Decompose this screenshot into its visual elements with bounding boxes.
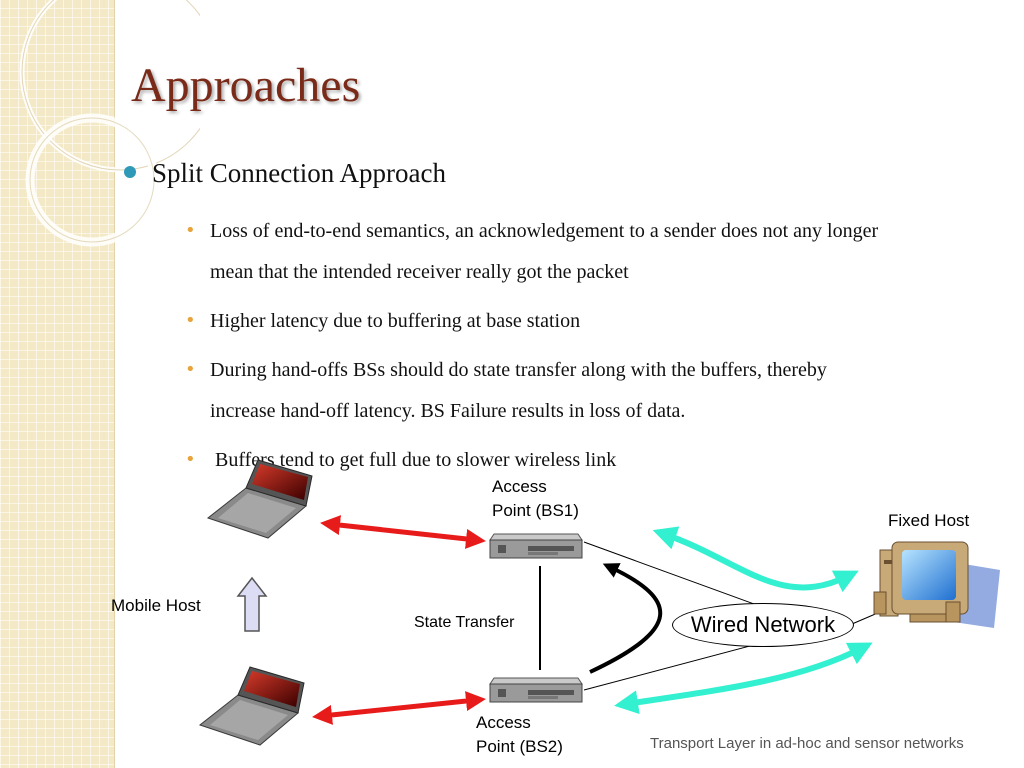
wireless-arrow-top — [320, 515, 486, 549]
sub-bullet-1-line-1: Loss of end-to-end semantics, an acknowl… — [210, 220, 879, 242]
access-point-icon — [489, 677, 583, 703]
sub-bullet-3-line-2: increase hand-off latency. BS Failure re… — [210, 400, 686, 422]
bullet-dot — [124, 166, 136, 178]
access-point-2-label-line-2: Point (BS2) — [476, 737, 563, 756]
slide-footer: Transport Layer in ad-hoc and sensor net… — [650, 735, 964, 752]
wired-network-cloud: Wired Network — [672, 603, 854, 647]
laptop-icon — [206, 459, 313, 539]
data-arrow-bottom — [614, 642, 873, 715]
decorative-circles — [19, 0, 200, 247]
sub-bullet-4-line-1: Buffers tend to get full due to slower w… — [210, 449, 617, 471]
sub-bullet-1-line-2: mean that the intended receiver really g… — [210, 261, 629, 283]
handoff-arrow — [589, 563, 663, 674]
movement-arrow-icon — [236, 576, 268, 632]
fixed-host-label: Fixed Host — [888, 511, 970, 530]
laptop-icon — [198, 666, 305, 746]
desktop-computer-icon — [873, 541, 1000, 628]
state-transfer-label: State Transfer — [414, 614, 515, 631]
main-bullet-text: Split Connection Approach — [152, 158, 446, 188]
access-point-icon — [489, 533, 583, 559]
access-point-2-label-line-1: Access — [476, 713, 531, 732]
sub-bullet-dot: • — [185, 449, 196, 470]
wired-network-label: Wired Network — [690, 612, 836, 637]
access-point-1-label-line-1: Access — [492, 477, 547, 496]
sub-bullet-2-line-1: Higher latency due to buffering at base … — [210, 310, 581, 332]
sub-bullet-3-line-1: During hand-offs BSs should do state tra… — [210, 359, 827, 381]
sub-bullet-dot: • — [185, 310, 196, 331]
sub-bullet-dot: • — [185, 359, 196, 380]
slide-title: Approaches — [131, 59, 361, 112]
access-point-1-label-line-2: Point (BS1) — [492, 501, 579, 520]
sub-bullet-dot: • — [185, 220, 196, 241]
wireless-arrow-bottom — [312, 691, 486, 725]
wired-link-bs2 — [583, 641, 766, 691]
wired-link-bs1 — [583, 541, 766, 609]
data-arrow-top — [652, 526, 859, 593]
mobile-host-label: Mobile Host — [111, 596, 201, 615]
